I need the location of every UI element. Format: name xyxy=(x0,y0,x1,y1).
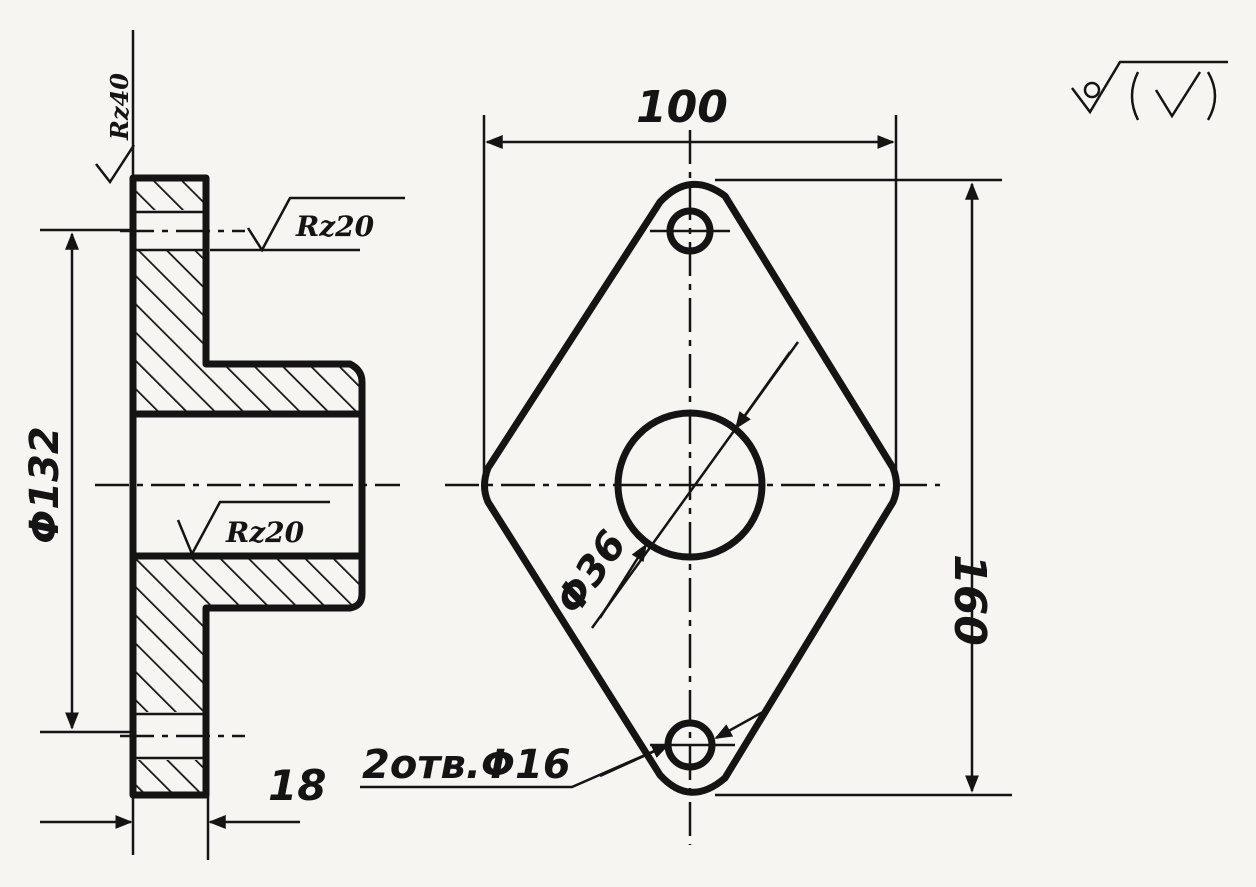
section-view: Φ132 18 Rz40 Rz20 Rz20 xyxy=(22,30,405,860)
roughness-symbol-rz40 xyxy=(95,144,136,185)
hatch-lower-body xyxy=(135,556,360,712)
roughness-label-bore: Rz20 xyxy=(225,516,305,549)
dim-label-36: Φ36 xyxy=(547,523,636,623)
hatch-upper-body xyxy=(135,250,360,414)
bore-circle xyxy=(614,409,766,561)
hatch-top-flange xyxy=(135,180,207,210)
roughness-label-hole: Rz20 xyxy=(295,210,375,243)
dim-arrow-36-top xyxy=(734,351,792,430)
hatch-bottom-flange xyxy=(135,760,207,792)
holes-note: 2отв.Φ16 xyxy=(362,742,571,788)
front-view: 100 160 Φ36 2отв.Φ16 xyxy=(360,82,1012,845)
dim-label-100: 100 xyxy=(636,82,728,133)
roughness-symbol-icon xyxy=(1071,60,1228,121)
roughness-label-rz40: Rz40 xyxy=(105,73,134,141)
dim-label-160: 160 xyxy=(944,554,995,646)
dim-label-18: 18 xyxy=(268,761,326,810)
dim-label-132: Φ132 xyxy=(22,426,68,544)
plate-outline xyxy=(481,180,900,796)
part-outline xyxy=(129,174,366,799)
holes-leader-arrow-2 xyxy=(714,706,771,740)
roughness-symbol-bore xyxy=(176,500,330,557)
roughness-symbol-hole xyxy=(246,196,405,253)
holes-leader-arrow xyxy=(599,743,670,778)
dim-arrow-36-bottom xyxy=(598,543,648,619)
